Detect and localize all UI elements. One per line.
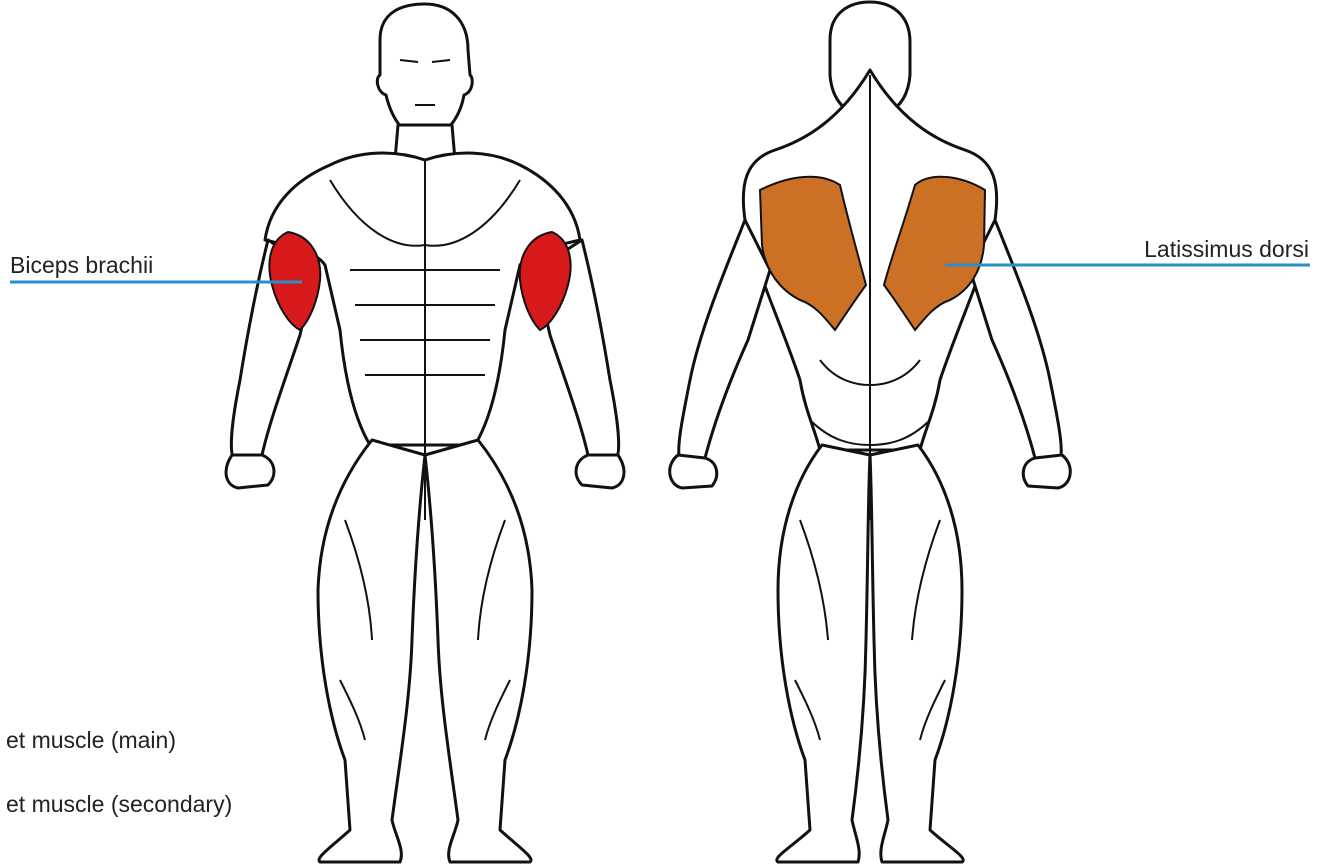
legend-main-label: et muscle (main) (6, 729, 176, 752)
legend-secondary-label: et muscle (secondary) (6, 793, 232, 816)
front-head (377, 4, 472, 140)
front-right-leg (425, 440, 532, 862)
back-left-hand (670, 455, 717, 488)
back-right-hand (1023, 455, 1070, 488)
back-left-leg (777, 445, 870, 862)
front-left-leg (318, 440, 425, 862)
front-left-hand (226, 455, 274, 488)
back-right-leg (870, 445, 963, 862)
lats-label: Latissimus dorsi (1144, 238, 1309, 261)
biceps-label: Biceps brachii (10, 254, 153, 277)
back-left-arm (679, 220, 770, 460)
back-right-arm (970, 220, 1061, 460)
front-right-hand (576, 455, 624, 488)
